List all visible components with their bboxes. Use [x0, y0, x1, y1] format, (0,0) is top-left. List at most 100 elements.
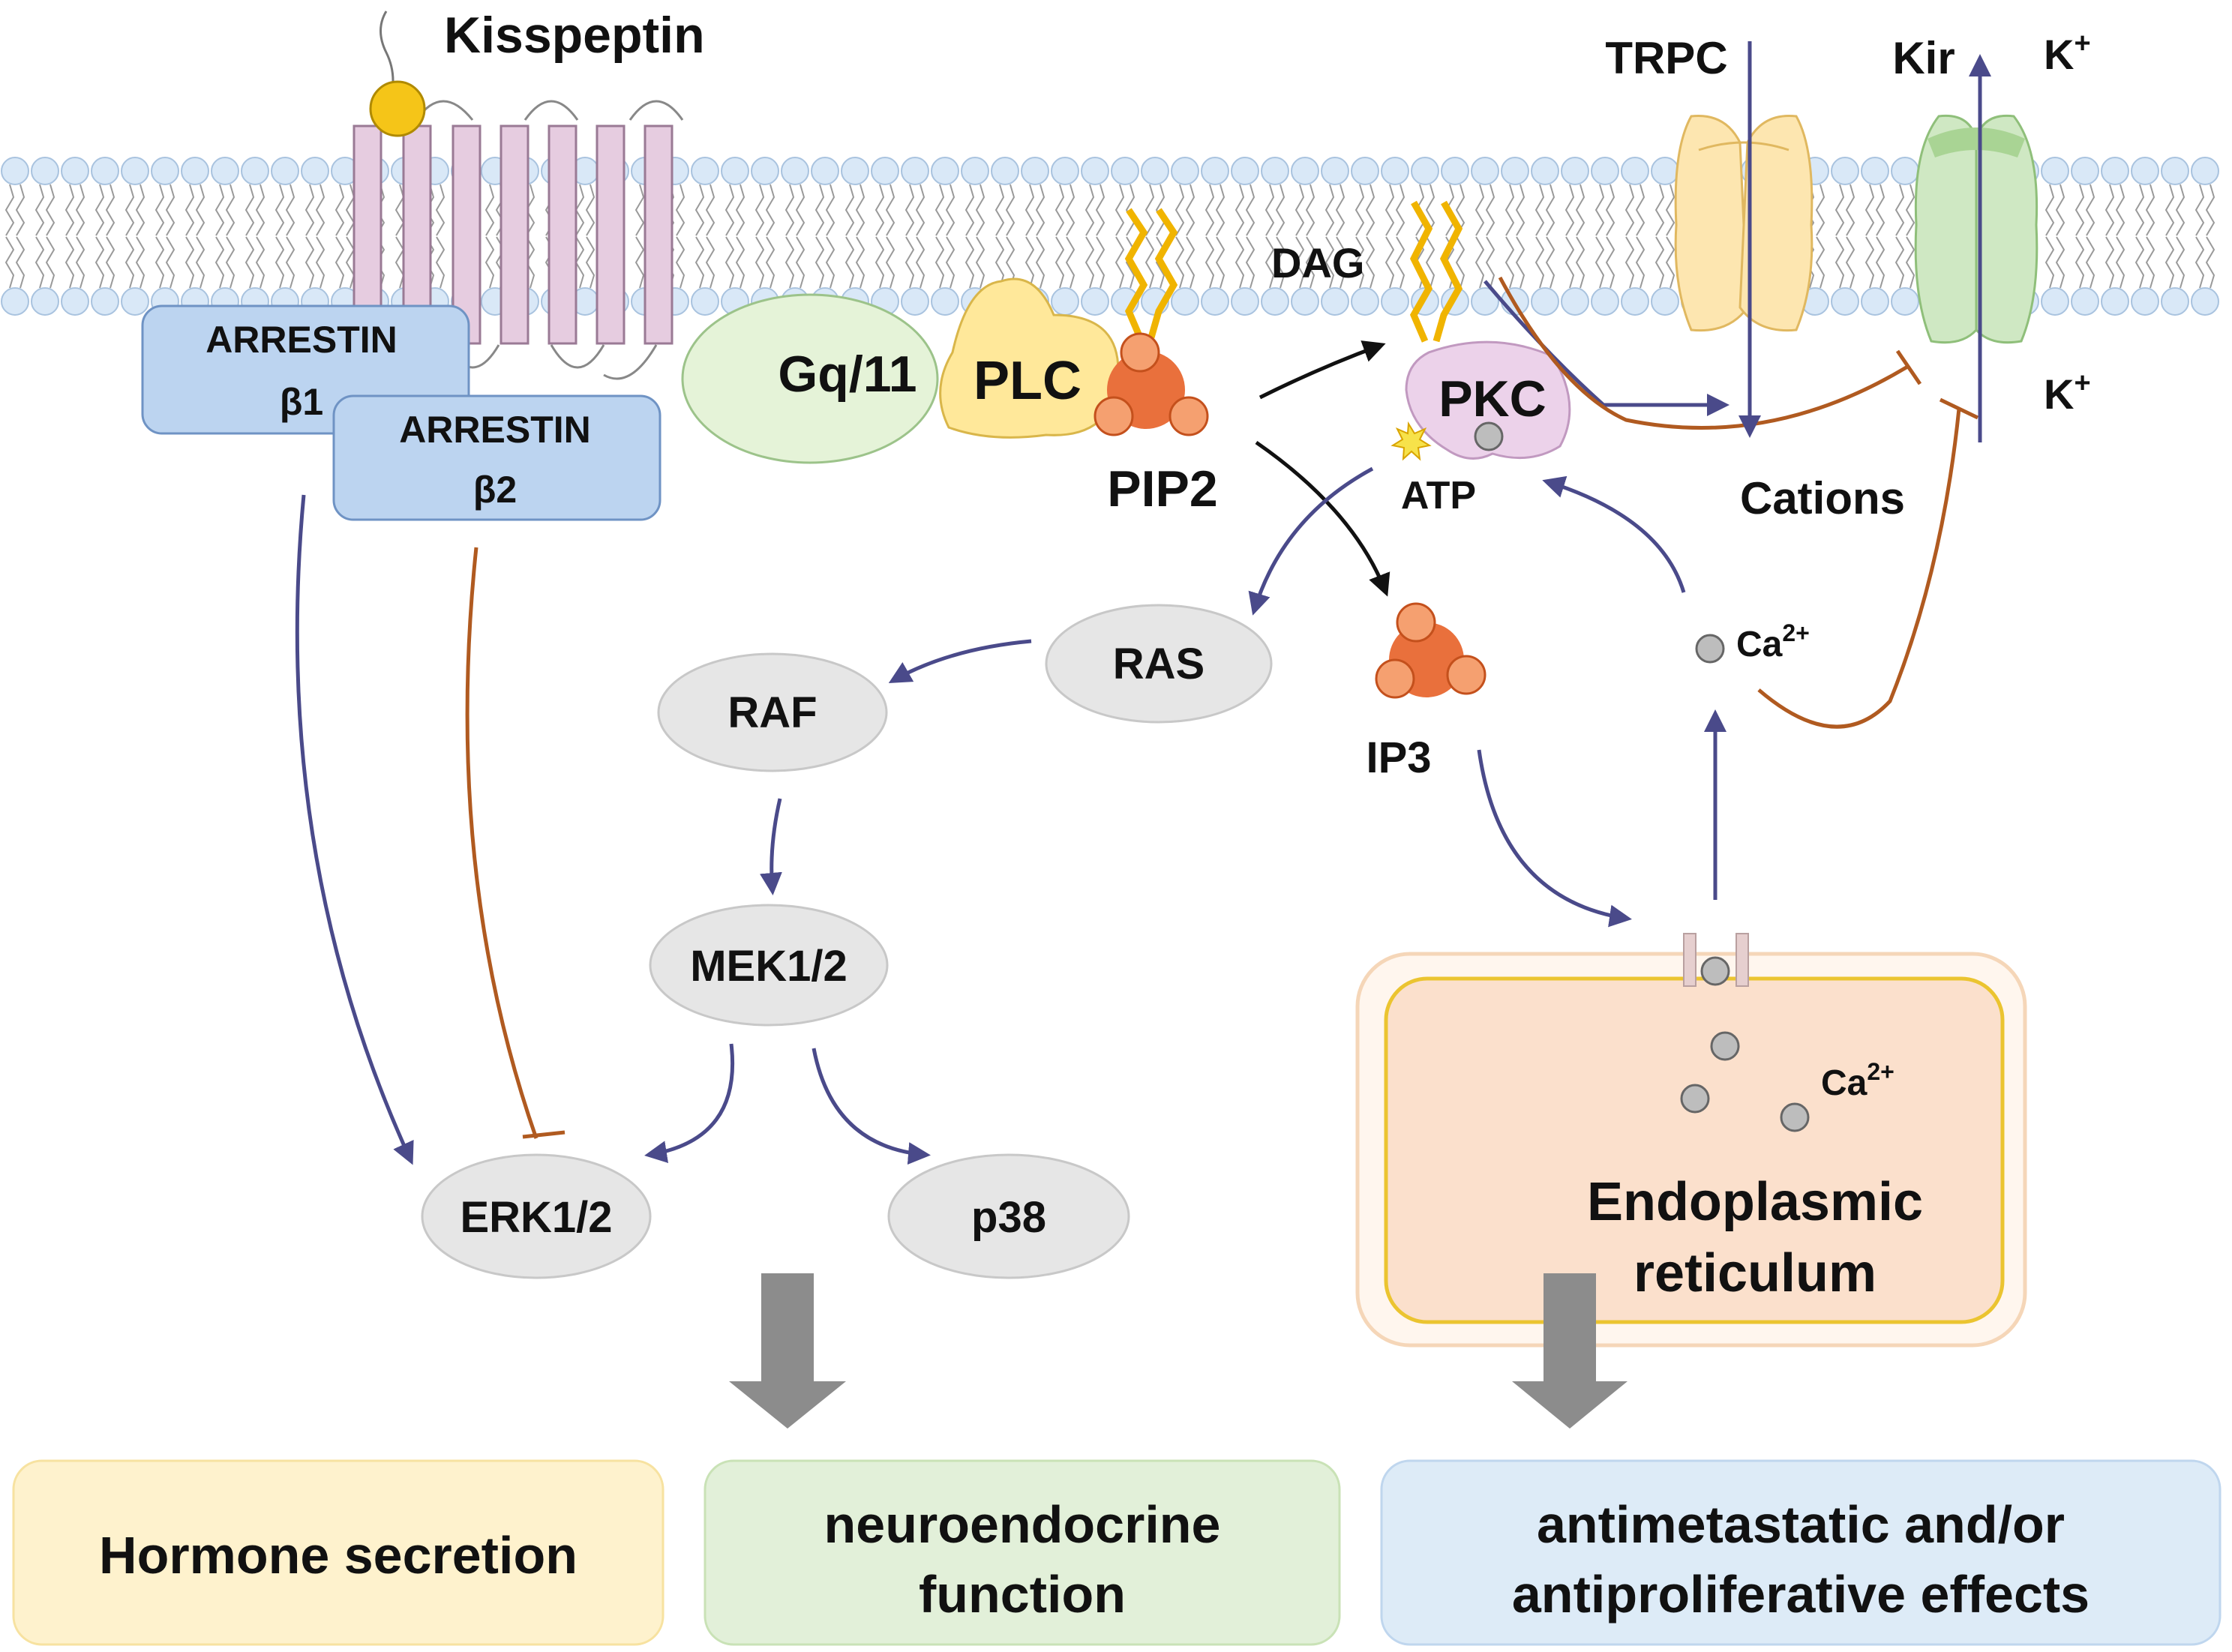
- lipid-tail: [135, 184, 146, 236]
- plc-label: PLC: [974, 351, 1082, 411]
- arrestin-beta2-label-1: ARRESTIN: [399, 409, 591, 451]
- lipid-tail: [1275, 184, 1286, 236]
- receptor-helix-3: [452, 124, 482, 345]
- lipid-head: [1891, 287, 1919, 316]
- lipid-tail: [1335, 184, 1346, 236]
- lipid-tail: [735, 184, 746, 236]
- lipid-head: [1861, 157, 1889, 185]
- outcome-hormone-text: Hormone secretion: [99, 1526, 578, 1585]
- lipid-tail: [1245, 184, 1256, 236]
- lipid-tail: [94, 236, 105, 289]
- lipid-tail: [705, 236, 716, 289]
- lipid-head: [1651, 157, 1679, 185]
- lipid-tail: [1624, 236, 1635, 289]
- lipid-tail: [214, 184, 225, 236]
- lipid-tail: [855, 236, 866, 289]
- lipid-tail: [1635, 236, 1646, 289]
- arrestin-beta2-box: [332, 394, 662, 521]
- lipid-tail: [844, 236, 855, 289]
- lipid-tail: [964, 236, 975, 289]
- lipid-tail: [1485, 184, 1496, 236]
- arrow-ras-to-raf: [888, 639, 1032, 683]
- lipid-tail: [1024, 236, 1035, 289]
- lipid-head: [1381, 287, 1409, 316]
- lipid-tail: [1275, 236, 1286, 289]
- inhibition-calcium-to-kir: [1757, 408, 1961, 729]
- lipid-head: [1261, 287, 1289, 316]
- lipid-head: [2101, 287, 2129, 316]
- k-plus-bottom-label: K+: [2044, 367, 2091, 418]
- lipid-tail: [1054, 184, 1065, 236]
- lipid-tail: [1054, 236, 1065, 289]
- lipid-head: [991, 157, 1019, 185]
- lipid-tail: [34, 184, 45, 236]
- lipid-tail: [2194, 236, 2205, 289]
- lipid-head: [2101, 157, 2129, 185]
- lipid-tail: [1185, 184, 1196, 236]
- pkc-enzyme: [1405, 340, 1571, 460]
- lipid-tail: [1024, 184, 1035, 236]
- lipid-tail: [2145, 236, 2156, 289]
- lipid-tail: [2055, 236, 2066, 289]
- lipid-tail: [394, 236, 405, 289]
- lipid-tail: [1065, 236, 1076, 289]
- erk-ellipse: [421, 1153, 652, 1279]
- pip2-molecule: [1094, 208, 1209, 436]
- lipid-tail: [1204, 236, 1215, 289]
- lipid-tail: [1665, 236, 1676, 289]
- lipid-head: [2191, 157, 2219, 185]
- lipid-head: [271, 157, 299, 185]
- lipid-tail: [184, 236, 195, 289]
- pip2-phosphate-3: [1168, 396, 1209, 436]
- lipid-head: [1051, 157, 1079, 185]
- lipid-tail: [1354, 184, 1365, 236]
- lipid-tail: [1005, 184, 1016, 236]
- cytosolic-ca-label: Ca2+: [1736, 619, 1810, 664]
- lipid-head: [751, 157, 779, 185]
- raf-label: RAF: [728, 688, 817, 737]
- lipid-tail: [195, 236, 206, 289]
- lipid-tail: [4, 184, 15, 236]
- lipid-tail: [1815, 236, 1826, 289]
- lipid-tail: [1144, 184, 1155, 236]
- lipid-head: [1, 287, 29, 316]
- lipid-tail: [1474, 184, 1485, 236]
- er-ca-label: Ca2+: [1821, 1058, 1894, 1103]
- lipid-tail: [304, 184, 315, 236]
- lipid-tail: [2164, 184, 2175, 236]
- raf-ellipse: [657, 652, 888, 772]
- lipid-tail: [2175, 236, 2186, 289]
- lipid-tail: [915, 184, 926, 236]
- lipid-tail: [1624, 184, 1635, 236]
- trpc-channel: [1674, 114, 1814, 332]
- lipid-tail: [1635, 184, 1646, 236]
- erk-label: ERK1/2: [460, 1193, 612, 1242]
- down-arrow-cascade-icon: [729, 1273, 846, 1429]
- lipid-tail: [994, 236, 1005, 289]
- lipid-tail: [4, 236, 15, 289]
- pip2-tail-2: [1148, 208, 1178, 339]
- lipid-tail: [1654, 184, 1665, 236]
- lipid-tail: [1354, 236, 1365, 289]
- lipid-tail: [934, 184, 945, 236]
- lipid-head: [1381, 157, 1409, 185]
- lipid-tail: [844, 184, 855, 236]
- lipid-head: [1561, 287, 1589, 316]
- lipid-head: [121, 157, 149, 185]
- arrow-mek-to-p38: [812, 1048, 931, 1165]
- ras-label: RAS: [1113, 640, 1204, 688]
- lipid-tail: [64, 236, 75, 289]
- mek-label: MEK1/2: [690, 942, 848, 991]
- lipid-tail: [274, 184, 285, 236]
- lipid-tail: [165, 184, 176, 236]
- lipid-tail: [45, 236, 56, 289]
- lipid-tail: [1174, 236, 1185, 289]
- outcome-antimetastatic-effects: antimetastatic and/or antiproliferative …: [1380, 1459, 2222, 1646]
- trpc-pore-rim: [1698, 141, 1790, 151]
- outcome-hormone-secretion: Hormone secretion: [12, 1459, 664, 1646]
- lipid-tail: [1095, 184, 1106, 236]
- lipid-tail: [435, 236, 446, 289]
- lipid-tail: [105, 184, 116, 236]
- lipid-tail: [585, 236, 596, 289]
- lipid-tail: [1594, 236, 1605, 289]
